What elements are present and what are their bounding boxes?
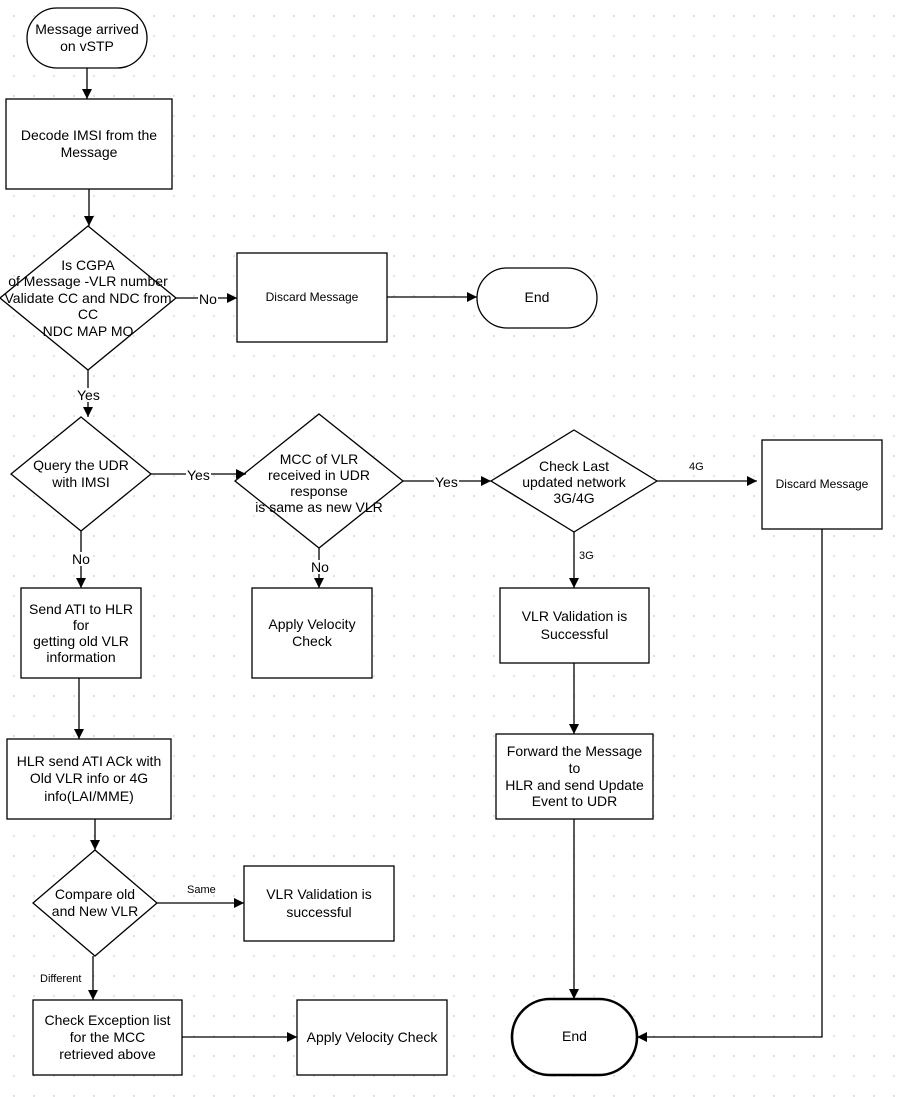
edge-label-same: Same [187,884,216,896]
edge-label-udr-yes: Yes [186,467,211,483]
compare-vlr-diamond [31,849,159,957]
edge-label-cgpa-yes: Yes [76,387,101,403]
vlr-success-box-2 [243,865,395,942]
hlr-ack-box [6,738,172,820]
apply-velocity-text-1: Apply Velocity Check [268,615,356,649]
discard-message-box-2 [761,439,883,530]
edge-label-3g: 3G [579,550,594,562]
apply-velocity-box-1 [251,587,373,679]
edge-discard2-end [637,529,823,1042]
send-ati-text: Send ATI to HLR for getting old VLR info… [28,600,133,666]
apply-velocity-text-2: Apply Velocity Check [306,1028,438,1045]
cgpa-check-text: Is CGPA of Message -VLR number Validate … [4,256,172,339]
edge-label-different: Different [40,973,82,985]
exception-list-box [32,999,183,1076]
check-last-network-text: Check Last updated network 3G/4G [522,457,626,507]
vlr-success-text-1: VLR Validation is Successful [521,608,628,642]
vlr-success-box-1 [499,587,650,664]
edge-label-4g: 4G [689,461,704,473]
compare-vlr-text: Compare old and New VLR [51,885,139,919]
edge-label-udr-no: No [71,551,91,567]
hlr-ack-text: HLR send ATI ACk with Old VLR info or 4G… [16,753,162,804]
end-text-1: End [524,289,550,306]
start-node-text: Message arrived on vSTP [35,20,139,54]
discard-message-text-2: Discard Message [775,477,869,492]
end-terminator-1 [476,267,598,329]
vlr-success-text-2: VLR Validation is successful [266,886,372,920]
exception-list-text: Check Exception list for the MCC retriev… [44,1011,171,1063]
end-text-2: End [562,1028,587,1045]
query-udr-text: Query the UDR with IMSI [33,456,129,490]
apply-velocity-box-2 [296,999,448,1076]
decode-imsi-text: Decode IMSI from the Message [20,126,158,160]
decode-imsi-box [5,98,173,190]
forward-message-box [495,733,654,820]
forward-message-text: Forward the Message to HLR and send Upda… [505,742,644,810]
edge-label-mcc-yes: Yes [434,474,459,490]
edge-label-cgpa-no: No [198,291,218,307]
mcc-check-text: MCC of VLR received in UDR response is s… [255,450,383,516]
discard-message-text-1: Discard Message [265,290,359,305]
edge-label-mcc-no: No [310,559,330,575]
